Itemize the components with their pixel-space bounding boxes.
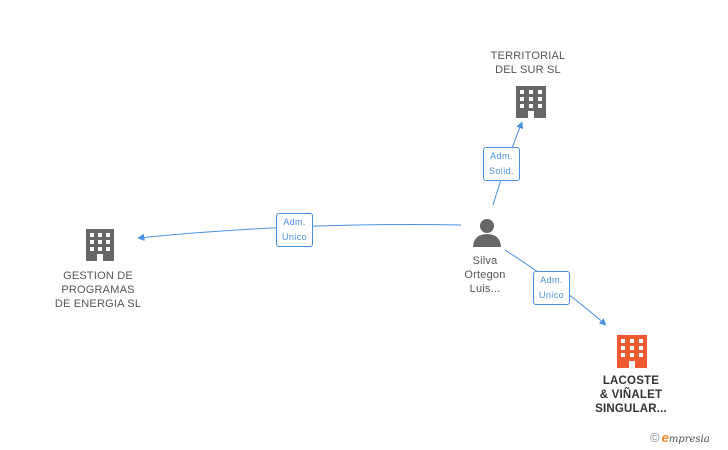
node-label-line: DEL SUR SL xyxy=(495,64,561,76)
edge-label-line: Adm. xyxy=(490,151,513,161)
building-icon[interactable] xyxy=(86,229,114,261)
building-icon-highlighted[interactable] xyxy=(617,335,647,368)
node-label-line: PROGRAMAS xyxy=(61,284,135,296)
edge-label-line: Unico xyxy=(539,290,565,300)
node-label-line: Luis... xyxy=(469,283,501,295)
node-label-line: & VIÑALET xyxy=(599,389,663,401)
edge-label-gestion: Adm. Unico xyxy=(276,213,314,247)
edge-label-territorial: Adm. Solid. xyxy=(483,147,520,181)
empresia-logo[interactable]: ©empresia xyxy=(650,430,710,445)
edge-label-line: Unico xyxy=(282,232,308,242)
brand-name: mpresia xyxy=(668,434,710,445)
person-icon[interactable] xyxy=(473,219,501,247)
brand-e: e xyxy=(661,430,669,445)
node-label-territorial[interactable]: TERRITORIAL DEL SUR SL xyxy=(478,49,578,77)
node-label-line: TERRITORIAL xyxy=(490,50,566,62)
node-label-person[interactable]: Silva Ortegon Luis... xyxy=(445,254,525,296)
node-label-line: GESTION DE xyxy=(63,270,133,282)
node-label-line: SINGULAR... xyxy=(595,403,667,415)
node-label-line: Ortegon xyxy=(464,269,506,281)
node-label-line: Silva xyxy=(472,255,498,267)
edge-label-lacoste: Adm. Unico xyxy=(533,271,571,305)
edge-label-line: Solid. xyxy=(489,166,514,176)
edge-label-line: Adm. xyxy=(283,217,306,227)
node-label-gestion[interactable]: GESTION DE PROGRAMAS DE ENERGIA SL xyxy=(38,269,158,311)
node-label-lacoste[interactable]: LACOSTE & VIÑALET SINGULAR... xyxy=(580,374,682,416)
copyright-symbol: © xyxy=(650,430,660,445)
building-icon[interactable] xyxy=(516,86,546,118)
node-label-line: LACOSTE xyxy=(602,375,660,387)
node-label-line: DE ENERGIA SL xyxy=(54,298,142,310)
edge-label-line: Adm. xyxy=(540,275,563,285)
